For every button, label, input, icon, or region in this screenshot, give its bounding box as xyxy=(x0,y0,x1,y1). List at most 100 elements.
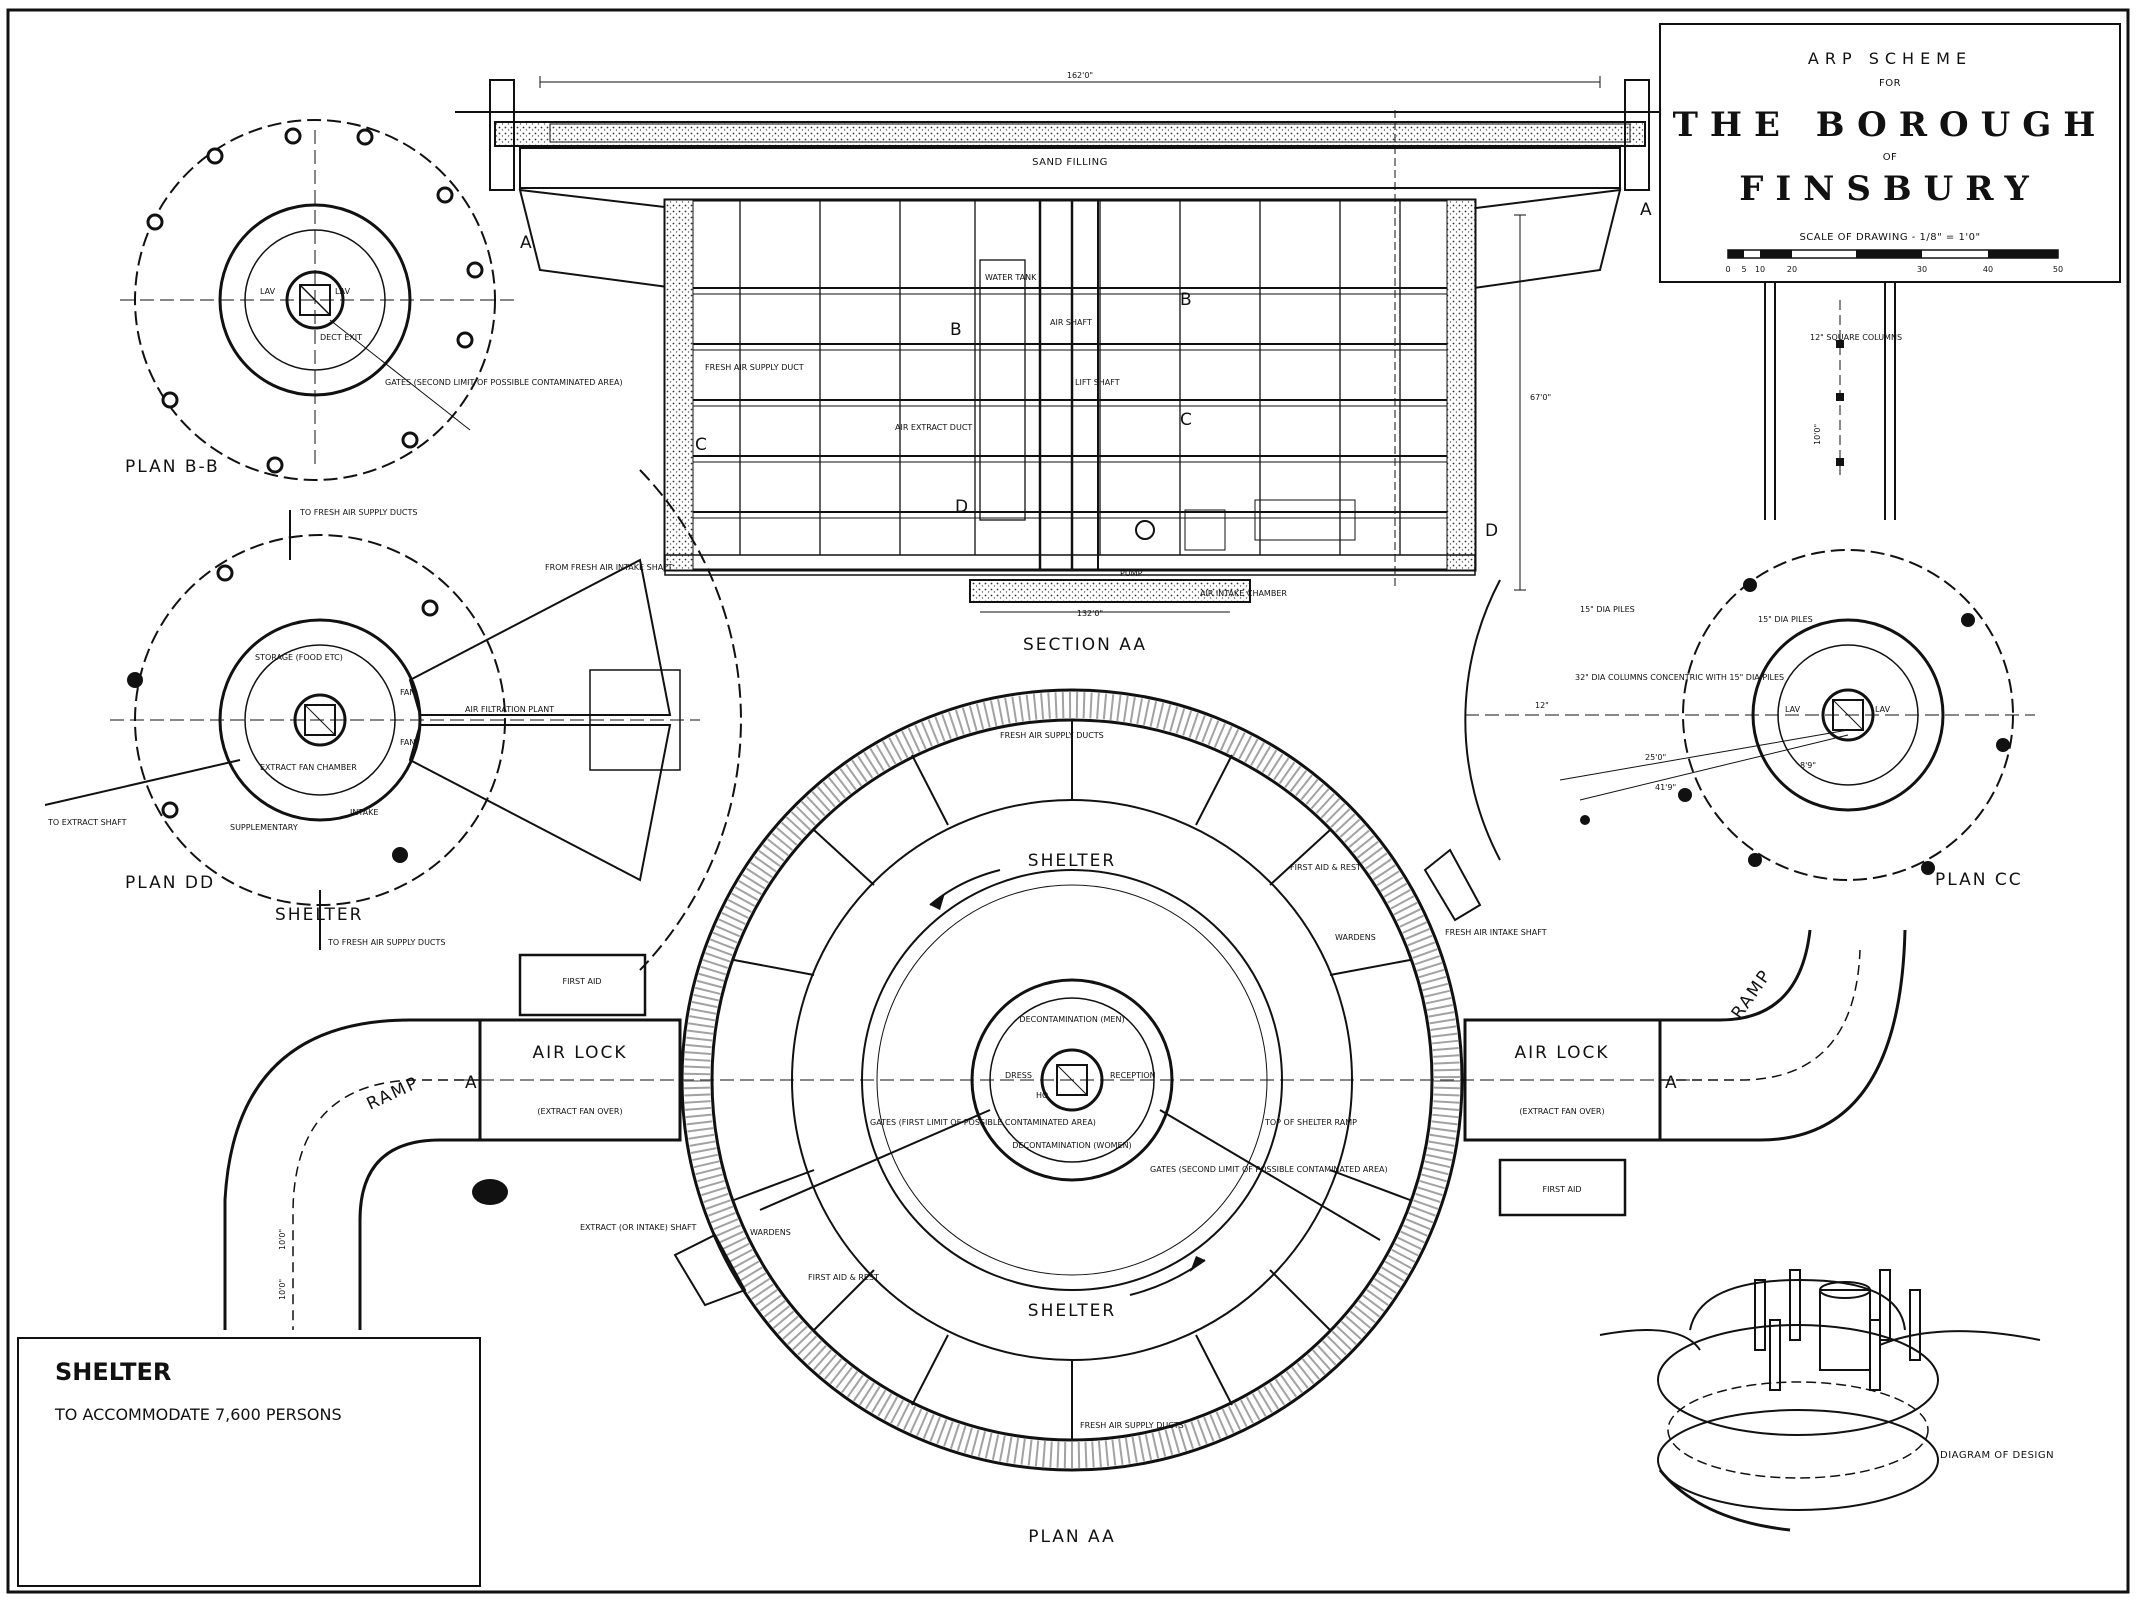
dd-supplementary: SUPPLEMENTARY xyxy=(230,823,298,832)
scale-tick-5: 40 xyxy=(1983,265,1993,274)
aa-gates-first: GATES (FIRST LIMIT OF POSSIBLE CONTAMINA… xyxy=(870,1118,1096,1127)
cc-dim-4: 8'9" xyxy=(1800,761,1816,770)
fresh-air-duct-label: FRESH AIR SUPPLY DUCT xyxy=(705,363,804,372)
scale-tick-6: 50 xyxy=(2053,265,2063,274)
bb-exit: DECT EXIT xyxy=(320,333,362,342)
cc-columns: 32" DIA COLUMNS CONCENTRIC WITH 15" DIA … xyxy=(1575,673,1784,682)
sand-filling xyxy=(519,147,1621,189)
lift-shaft-label: LIFT SHAFT xyxy=(1075,378,1120,387)
bb-lav-2: LAV xyxy=(335,287,351,296)
aa-mark-a-r: A xyxy=(1665,1073,1679,1093)
scale-tick-3: 20 xyxy=(1787,265,1797,274)
cc-lav-1: LAV xyxy=(1785,705,1801,714)
cc-dim-3: 41'9" xyxy=(1655,783,1676,792)
diagram-of-design: DIAGRAM OF DESIGN xyxy=(1599,1269,2054,1532)
building-body xyxy=(663,198,1477,572)
section-mark-c: C xyxy=(695,435,709,455)
plan-aa-title: PLAN AA xyxy=(1028,1527,1116,1547)
dd-extract-chamber: EXTRACT FAN CHAMBER xyxy=(260,763,357,772)
dd-fan-2: FAN xyxy=(400,738,415,747)
air-shaft-label: AIR SHAFT xyxy=(1050,318,1092,327)
cc-lav-2: LAV xyxy=(1875,705,1891,714)
section-mark-b: B xyxy=(950,320,964,340)
dd-intake: INTAKE xyxy=(350,808,378,817)
aa-decon-women: DECONTAMINATION (WOMEN) xyxy=(1012,1141,1131,1150)
info-box-subtitle: TO ACCOMMODATE 7,600 PERSONS xyxy=(54,1405,342,1424)
title-line-5: FINSBURY xyxy=(1739,169,2041,209)
dd-intake-shaft: FROM FRESH AIR INTAKE SHAFT xyxy=(545,563,673,572)
section-mark-d-right: D xyxy=(1485,521,1500,541)
cc-dim-2: 25'0" xyxy=(1645,753,1666,762)
sand-filling-label: SAND FILLING xyxy=(1032,157,1108,168)
dd-fresh-air-bottom: TO FRESH AIR SUPPLY DUCTS xyxy=(327,938,445,947)
first-aid-bottom-room xyxy=(1498,1158,1627,1217)
plan-dd: TO FRESH AIR SUPPLY DUCTS FROM FRESH AIR… xyxy=(44,469,742,971)
water-tank-label: WATER TANK xyxy=(985,273,1037,282)
dd-fan-1: FAN xyxy=(400,688,415,697)
section-aa-title: SECTION AA xyxy=(1023,635,1147,655)
dd-fresh-air-top: TO FRESH AIR SUPPLY DUCTS xyxy=(299,508,417,517)
air-extract-duct-label: AIR EXTRACT DUCT xyxy=(895,423,972,432)
title-line-1: ARP SCHEME xyxy=(1808,49,1972,68)
plan-cc: 15" DIA PILES 15" DIA PILES 32" DIA COLU… xyxy=(1464,549,2035,890)
scale-tick-4: 30 xyxy=(1917,265,1927,274)
info-box-title: SHELTER xyxy=(55,1358,171,1386)
aa-mark-a-l: A xyxy=(465,1073,479,1093)
scale-tick-1: 5 xyxy=(1741,265,1746,274)
dd-extract-shaft: TO EXTRACT SHAFT xyxy=(47,818,127,827)
air-shaft xyxy=(1038,198,1074,572)
title-block: ARP SCHEME FOR THE BOROUGH OF FINSBURY S… xyxy=(1659,23,2121,283)
aa-wardens-r: WARDENS xyxy=(1335,933,1376,942)
first-aid-top-room xyxy=(518,953,647,1017)
aa-gates-second: GATES (SECOND LIMIT OF POSSIBLE CONTAMIN… xyxy=(1150,1165,1388,1174)
aa-extract-fan-r: (EXTRACT FAN OVER) xyxy=(1519,1107,1604,1116)
columns-label: 12" SQUARE COLUMNS xyxy=(1810,333,1902,342)
aa-intake-shaft: FRESH AIR INTAKE SHAFT xyxy=(1445,928,1547,937)
aa-first-aid-rest-r: FIRST AID & REST xyxy=(1290,863,1361,872)
cc-piles-1: 15" DIA PILES xyxy=(1580,605,1635,614)
title-line-4: OF xyxy=(1883,152,1898,163)
title-line-3: THE BOROUGH xyxy=(1673,105,2108,145)
aa-extract-fan-l: (EXTRACT FAN OVER) xyxy=(537,1107,622,1116)
diagram-title: DIAGRAM OF DESIGN xyxy=(1940,1450,2054,1461)
plan-aa: SHELTER SHELTER FRESH AIR SUPPLY DUCTS F… xyxy=(223,688,1907,1547)
scale-tick-2: 10 xyxy=(1755,265,1765,274)
aa-air-lock-r: AIR LOCK xyxy=(1514,1043,1609,1063)
columns-detail: 12" SQUARE COLUMNS 10'0" xyxy=(1764,282,1902,520)
ink-blot xyxy=(472,1179,508,1205)
aa-first-aid-rest-l: FIRST AID & REST xyxy=(808,1273,879,1282)
aa-ramp-l: RAMP xyxy=(364,1073,423,1115)
scale-bar: 0 5 10 20 30 40 50 xyxy=(1725,249,2063,274)
dd-filtration: AIR FILTRATION PLANT xyxy=(465,705,554,714)
info-box: SHELTER TO ACCOMMODATE 7,600 PERSONS xyxy=(17,1337,481,1587)
section-mark-a-left: A xyxy=(520,233,534,253)
dd-shelter: SHELTER xyxy=(275,905,363,925)
cc-piles-2: 15" DIA PILES xyxy=(1758,615,1813,624)
drawing-border xyxy=(6,8,2130,1594)
dim-side: 67'0" xyxy=(1530,393,1551,402)
foundation xyxy=(969,579,1251,603)
columns-dim: 10'0" xyxy=(1813,424,1822,445)
plan-bb-title: PLAN B-B xyxy=(125,457,220,477)
aa-first-aid-top: FIRST AID xyxy=(562,977,601,986)
aa-wardens-l: WARDENS xyxy=(750,1228,791,1237)
section-mark-b-right: B xyxy=(1180,290,1194,310)
aa-air-lock-l: AIR LOCK xyxy=(532,1043,627,1063)
pump-label: PUMP xyxy=(1120,569,1143,578)
bb-gates: GATES (SECOND LIMIT OF POSSIBLE CONTAMIN… xyxy=(385,378,623,387)
section-aa: 162'0" 132'0" 67'0" SAND FILLING WATER T… xyxy=(455,71,1680,655)
aa-extract-shaft: EXTRACT (OR INTAKE) SHAFT xyxy=(580,1223,696,1232)
plan-cc-title: PLAN CC xyxy=(1935,870,2023,890)
aa-dress: DRESS xyxy=(1005,1071,1032,1080)
aa-shelter-top: SHELTER xyxy=(1028,851,1116,871)
section-mark-d: D xyxy=(955,497,970,517)
aa-first-aid-bottom: FIRST AID xyxy=(1542,1185,1581,1194)
aa-fresh-air-bottom: FRESH AIR SUPPLY DUCTS xyxy=(1080,1421,1184,1430)
dim-bottom: 132'0" xyxy=(1077,609,1103,618)
aa-ho: HO xyxy=(1036,1091,1048,1100)
aa-reception: RECEPTION xyxy=(1110,1071,1156,1080)
plan-bb: LAV LAV DECT EXIT GATES (SECOND LIMIT OF… xyxy=(120,119,623,481)
dim-top: 162'0" xyxy=(1067,71,1093,80)
dd-storage: STORAGE (FOOD ETC) xyxy=(255,653,343,662)
